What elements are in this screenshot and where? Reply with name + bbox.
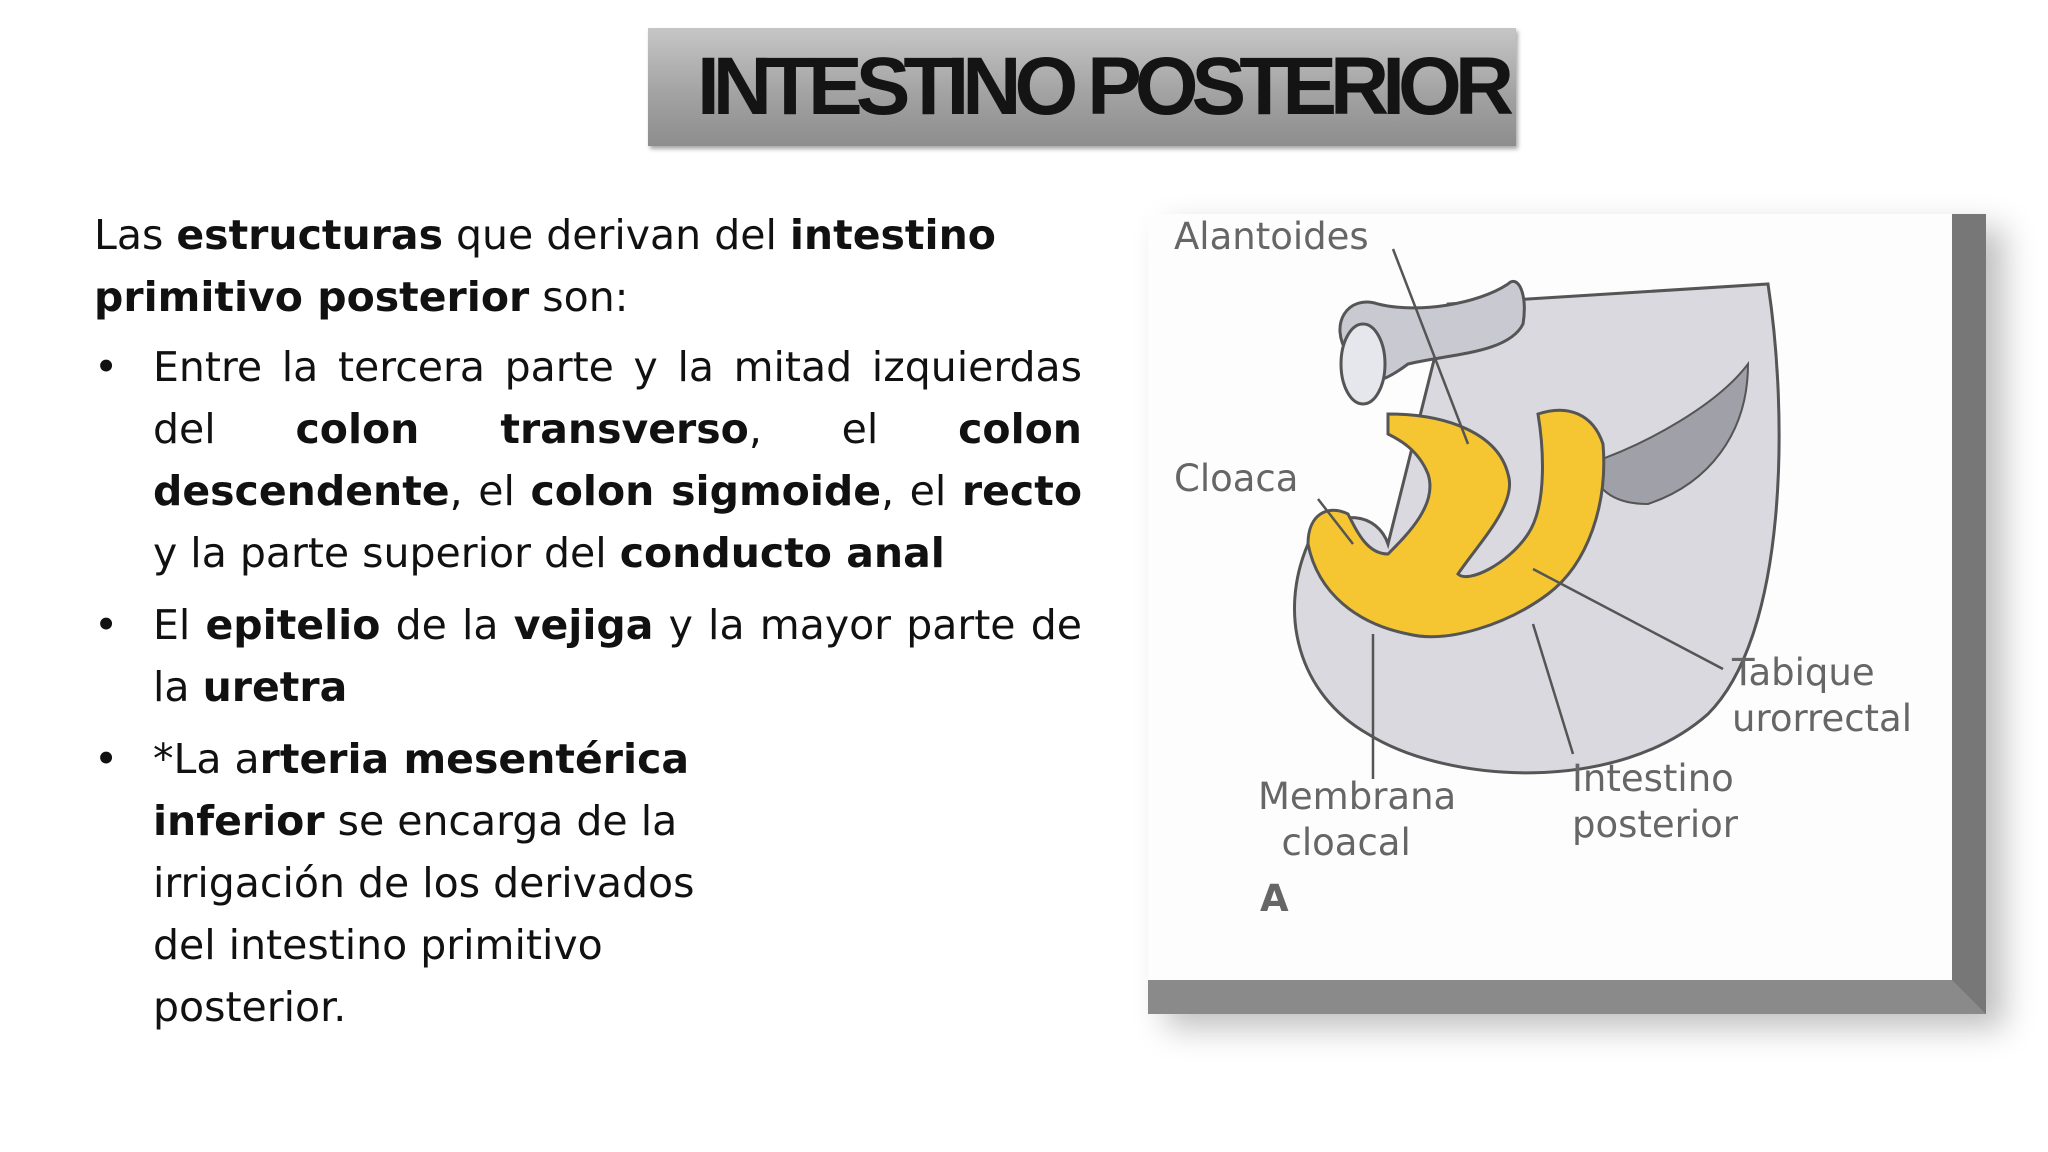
intro-text: que derivan del (442, 211, 790, 259)
label-membrana-cloacal: Membrana cloacal (1258, 775, 1457, 864)
bullet-text: de la (380, 601, 514, 649)
label-tabique-urorrectal: Tabique urorrectal (1732, 651, 1913, 740)
bullet-bold: colon descendente (153, 405, 1082, 515)
bullet-text: Entre la tercera parte y la mitad izquie… (153, 343, 1082, 453)
leader-cloaca (1317, 498, 1354, 545)
bullet-bold: vejiga (513, 601, 654, 649)
bullet-text: , el (748, 405, 959, 453)
label-alantoides: Alantoides (1174, 215, 1369, 258)
list-item: • Entre la tercera parte y la mitad izqui… (94, 336, 1082, 584)
leader-intestino (1531, 623, 1575, 755)
cloaca-yellow (1306, 408, 1606, 639)
bullet-text: El (153, 601, 206, 649)
intro-bold: estructuras (176, 211, 443, 259)
slide-body: Las estructuras que derivan del intestin… (94, 204, 1082, 1048)
intro-text: son: (529, 273, 629, 321)
dark-region (1586, 361, 1750, 506)
label-cloaca: Cloaca (1174, 457, 1299, 500)
bullet-bold: colon transverso (295, 405, 749, 453)
bullet-dot: • (94, 735, 119, 783)
bullet-bold: conducto anal (619, 529, 945, 577)
leader-alantoides (1391, 248, 1470, 445)
bullet-text: , el (881, 467, 962, 515)
bullet-bold: recto (961, 467, 1082, 515)
embryology-figure: Alantoides Cloaca Tabique urorrectal Int… (1148, 214, 1986, 1014)
intro-paragraph: Las estructuras que derivan del intestin… (94, 204, 1082, 328)
intro-bold: intestino primitivo posterior (94, 211, 996, 321)
bullet-bold: colon sigmoide (530, 467, 882, 515)
label-intestino-posterior: Intestino posterior (1572, 757, 1739, 846)
page-title: INTESTINO POSTERIOR (696, 41, 1514, 132)
bullet-list: • Entre la tercera parte y la mitad izqui… (94, 336, 1082, 1038)
title-banner: INTESTINO POSTERIOR (648, 28, 1516, 146)
list-item: • El epitelio de la vejiga y la mayor par… (94, 594, 1082, 718)
intro-text: Las (94, 211, 177, 259)
bullet-bold: epitelio (205, 601, 381, 649)
bullet-text: , el (449, 467, 531, 515)
allantois-opening (1339, 322, 1387, 406)
hindgut-diagram (1293, 248, 1781, 779)
bullet-text: y la parte superior del (153, 529, 620, 577)
label-panel-a: A (1260, 877, 1289, 920)
list-item: • *La arteria mesentérica inferior se enc… (94, 728, 753, 1038)
bullet-bold: rteria mesentérica inferior (153, 735, 690, 845)
leader-tabique (1532, 567, 1724, 671)
bullet-text: *La a (153, 735, 260, 783)
bullet-bold: uretra (202, 663, 348, 711)
bullet-dot: • (94, 601, 119, 649)
bullet-text: se encarga de la irrigación de los deriv… (153, 797, 695, 1031)
bullet-text: y la mayor parte de la (153, 601, 1082, 711)
bullet-dot: • (94, 343, 119, 391)
